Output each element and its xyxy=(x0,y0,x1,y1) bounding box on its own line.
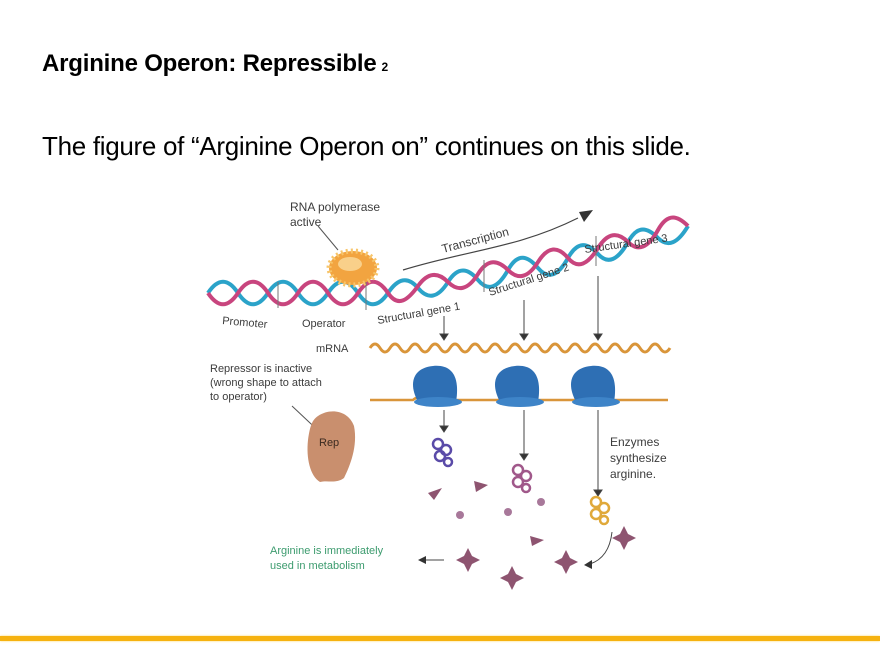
metabolism-label-1: Arginine is immediately xyxy=(270,545,384,557)
operator-label: Operator xyxy=(302,318,346,330)
footer-accent-bar xyxy=(0,636,880,641)
gene-arrows xyxy=(439,276,603,341)
enzymes-label-2: synthesize xyxy=(610,451,667,465)
mrna-strand-icon xyxy=(368,342,672,354)
precursor-molecules-icon xyxy=(428,481,545,546)
mrna-label: mRNA xyxy=(316,343,349,355)
repressor-label-2: (wrong shape to attach xyxy=(210,377,322,389)
translation-arrows xyxy=(439,410,603,497)
metabolism-label-2: used in metabolism xyxy=(270,560,365,572)
enzyme-2-icon xyxy=(511,463,533,494)
slide-title-suffix: 2 xyxy=(381,60,388,74)
enzymes-label-3: arginine. xyxy=(610,467,656,481)
enzyme-3-icon xyxy=(589,495,611,526)
rna-polymerase-label-2: active xyxy=(290,215,322,229)
structural-gene-1-label: Structural gene 1 xyxy=(376,301,461,327)
structural-gene-3-label: Structural gene 3 xyxy=(584,232,669,256)
rna-polymerase-icon xyxy=(317,225,380,288)
enzyme-1-icon xyxy=(431,437,454,468)
dna-helix-icon xyxy=(206,215,690,310)
arginine-molecule-icon xyxy=(456,526,636,590)
ribosome-icon xyxy=(413,365,620,407)
rna-polymerase-label: RNA polymerase xyxy=(290,200,380,214)
arginine-operon-figure: RNA polymerase active Transcription Prom… xyxy=(198,188,880,608)
slide-title-text: Arginine Operon: Repressible xyxy=(42,50,377,77)
enzymes-label-1: Enzymes xyxy=(610,435,659,449)
promoter-label: Promoter xyxy=(222,315,268,331)
repressor-label-1: Repressor is inactive xyxy=(210,363,312,375)
repressor-label-3: to operator) xyxy=(210,391,267,403)
rep-label: Rep xyxy=(319,437,339,449)
slide-body-text: The figure of “Arginine Operon on” conti… xyxy=(42,131,691,161)
repressor-protein-icon xyxy=(307,411,356,482)
slide-title: Arginine Operon: Repressible 2 xyxy=(42,50,388,78)
